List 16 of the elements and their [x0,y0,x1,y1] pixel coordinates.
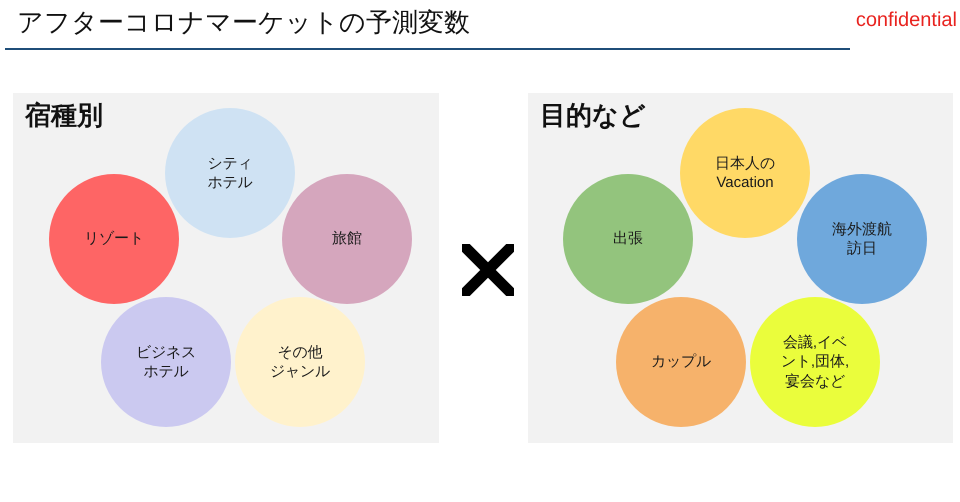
circle-label: 海外渡航訪日 [831,220,893,258]
circle-label: 旅館 [332,229,362,249]
panel [528,93,953,443]
title: アフターコロナマーケットの予測変数 [17,7,470,38]
circle-label: リゾート [84,229,144,249]
circle-label: カップル [651,352,711,372]
circle-label: ビジネスホテル [135,342,197,382]
circle-label: 日本人のVacation [714,154,776,192]
panel-heading: 目的など [540,101,646,130]
circle-label: 出張 [613,229,643,249]
note-text: confidential [856,8,957,32]
panel [13,93,439,443]
panel-heading: 宿種別 [25,101,103,130]
circle-label: その他ジャンル [269,342,331,382]
circle-label: 会議,イベント,団体,宴会など [780,332,850,392]
circle-label: シティホテル [206,154,254,192]
